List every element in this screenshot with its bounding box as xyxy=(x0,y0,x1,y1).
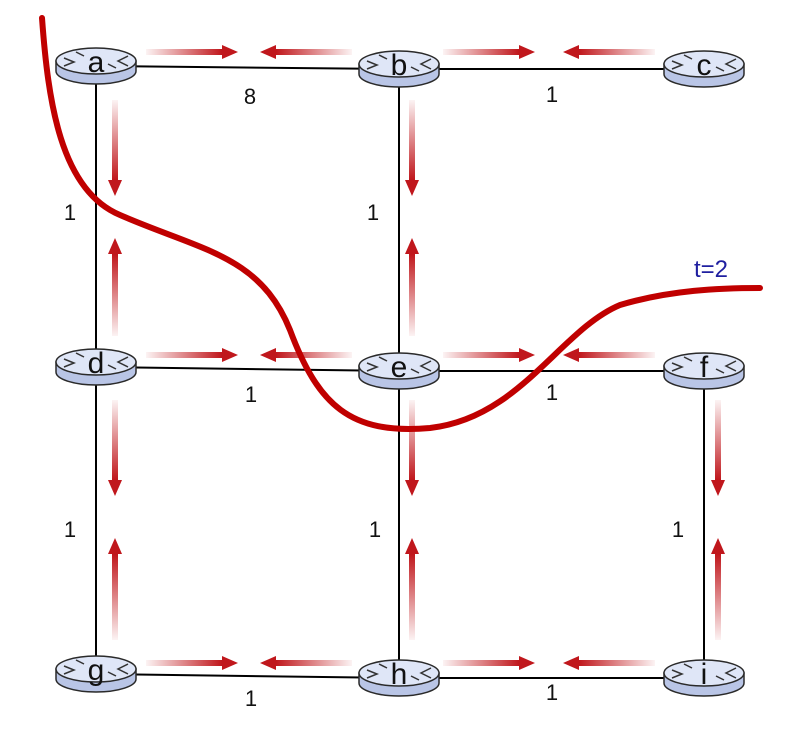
router-node-e[interactable]: e xyxy=(358,351,440,390)
router-node-b[interactable]: b xyxy=(358,49,440,88)
link-cost-label-e-f: 1 xyxy=(546,380,558,405)
router-node-f[interactable]: f xyxy=(663,351,745,390)
router-icon xyxy=(366,356,432,374)
arrow-mid-1-right xyxy=(146,348,238,362)
arrow-bot-1-left xyxy=(260,656,352,670)
link-cost-label-b-c: 1 xyxy=(546,82,558,107)
link-cost-label-f-i: 1 xyxy=(672,517,684,542)
router-label-d: d xyxy=(88,347,105,380)
link-cost-label-e-h: 1 xyxy=(369,517,381,542)
router-label-a: a xyxy=(88,46,105,79)
link-cost-label-d-g: 1 xyxy=(64,517,76,542)
router-node-c[interactable]: c xyxy=(663,49,745,88)
arrow-right-lower-up xyxy=(711,538,725,640)
link-cost-label-a-d: 1 xyxy=(64,200,76,225)
link-g-h xyxy=(95,673,400,679)
arrow-left-upper-down xyxy=(108,100,122,196)
router-node-h[interactable]: h xyxy=(358,658,440,697)
router-label-i: i xyxy=(701,658,708,691)
time-label: t=2 xyxy=(694,256,728,283)
router-icon xyxy=(671,54,737,72)
router-label-f: f xyxy=(700,351,709,384)
arrow-left-upper-up xyxy=(108,238,122,336)
router-icon xyxy=(671,663,737,681)
router-label-g: g xyxy=(88,654,105,687)
link-cost-label-b-e: 1 xyxy=(367,200,379,225)
curve-layer xyxy=(39,15,763,432)
router-icon xyxy=(63,659,129,677)
arrow-center-lower-down xyxy=(405,400,419,496)
arrow-top-1-left xyxy=(260,45,352,59)
link-cost-label-a-b: 8 xyxy=(244,84,256,109)
router-icon xyxy=(63,51,129,69)
arrow-left-lower-up xyxy=(108,538,122,640)
link-cost-label-g-h: 1 xyxy=(245,686,257,711)
router-node-a[interactable]: a xyxy=(55,46,137,85)
arrow-top-2-left xyxy=(563,45,655,59)
nodes-layer: a b c d e f g h i xyxy=(55,46,745,697)
router-label-c: c xyxy=(697,49,712,82)
router-label-h: h xyxy=(391,658,408,691)
links-layer xyxy=(95,65,705,679)
propagation-boundary-curve xyxy=(39,15,763,432)
router-label-e: e xyxy=(391,351,408,384)
arrow-left-lower-down xyxy=(108,400,122,496)
edge-labels-layer: 8 1 1 1 1 1 1 1 1 1 1 xyxy=(64,82,684,711)
arrows-layer xyxy=(108,45,725,670)
arrow-mid-1-left xyxy=(260,348,352,362)
router-node-g[interactable]: g xyxy=(55,654,137,693)
link-a-b xyxy=(95,65,400,70)
arrow-center-upper-up xyxy=(405,238,419,336)
arrow-bot-2-left xyxy=(563,656,655,670)
link-cost-label-h-i: 1 xyxy=(546,680,558,705)
arrow-center-lower-up xyxy=(405,538,419,640)
router-icon xyxy=(366,54,432,72)
router-icon xyxy=(366,663,432,681)
arrow-top-1-right xyxy=(146,45,238,59)
router-icon xyxy=(671,356,737,374)
arrow-bot-1-right xyxy=(146,656,238,670)
link-cost-label-d-e: 1 xyxy=(245,382,257,407)
arrow-top-2-right xyxy=(443,45,535,59)
router-icon xyxy=(63,352,129,370)
router-node-d[interactable]: d xyxy=(55,347,137,386)
arrow-bot-2-right xyxy=(443,656,535,670)
arrow-right-lower-down xyxy=(711,400,725,496)
router-label-b: b xyxy=(391,49,408,82)
router-node-i[interactable]: i xyxy=(663,658,745,697)
arrow-center-upper-down xyxy=(405,100,419,196)
link-d-e xyxy=(95,366,400,372)
arrow-mid-2-right xyxy=(443,348,535,362)
arrow-mid-2-left xyxy=(563,348,655,362)
